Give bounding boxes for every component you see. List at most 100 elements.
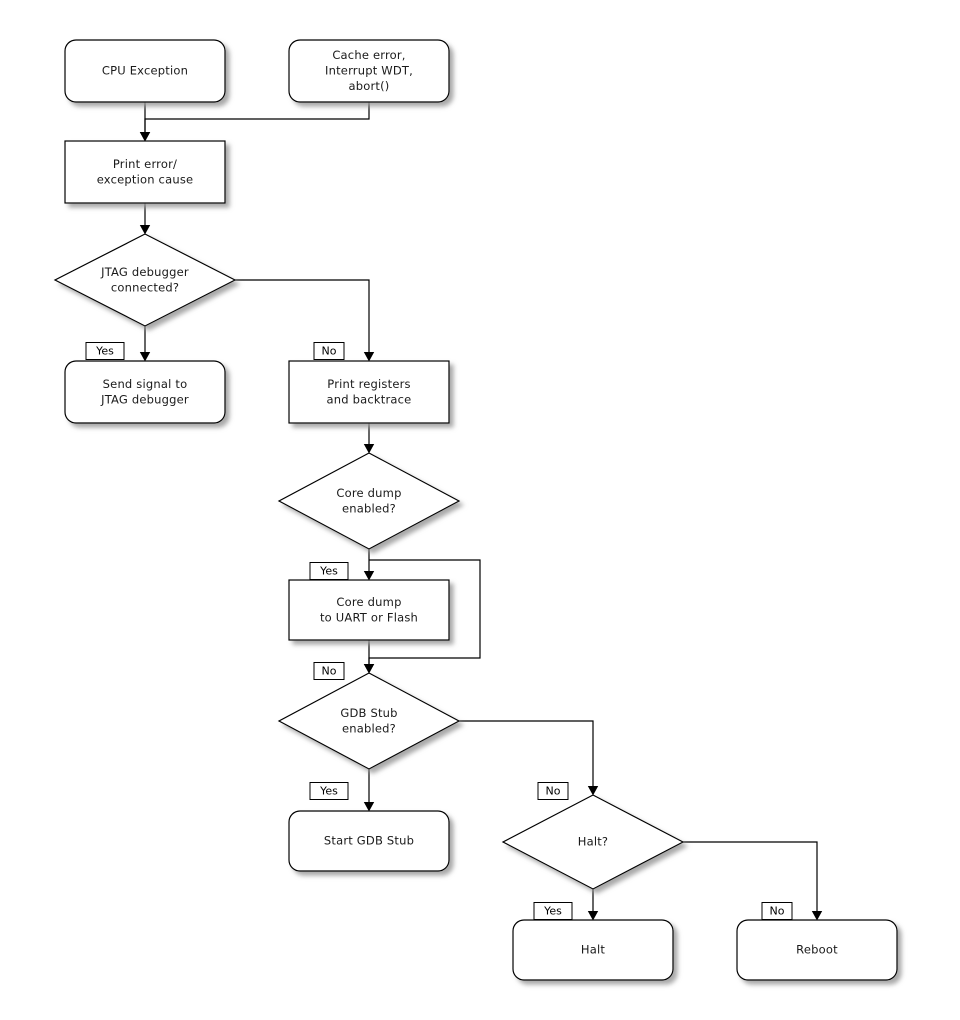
node-label-line: Print registers <box>327 377 410 391</box>
node-print-error[interactable]: Print error/exception cause <box>64 140 226 204</box>
edge-halt-yes <box>587 889 599 921</box>
edge-label-text: No <box>770 905 785 918</box>
node-label-line: to UART or Flash <box>320 610 418 624</box>
node-shape-rect <box>288 360 450 424</box>
edge-label-text: Yes <box>543 905 562 918</box>
edge-label-chip <box>85 342 125 360</box>
node-label-line: Core dump <box>336 486 401 500</box>
node-shape-rounded <box>512 919 674 981</box>
node-label-line: GDB Stub <box>340 706 397 720</box>
edge-label-gdb-yes: Yes <box>309 782 349 800</box>
arrowhead-icon <box>363 571 375 581</box>
arrowhead-icon <box>363 444 375 454</box>
edge-label-halt-no: No <box>761 902 793 920</box>
node-shape-rounded <box>64 39 226 103</box>
node-shape-rect <box>64 140 226 204</box>
node-halt-question[interactable]: Halt? <box>501 794 685 890</box>
node-shape-diamond <box>501 794 685 890</box>
edge-label-text: Yes <box>319 785 338 798</box>
node-label-line: Print error/ <box>113 157 177 171</box>
edge-label-gdb-no: No <box>537 782 569 800</box>
node-halt-terminal[interactable]: Halt <box>512 919 674 981</box>
edge-cache-to-print <box>139 102 370 142</box>
edge-label-text: Yes <box>319 565 338 578</box>
node-cache-error[interactable]: Cache error, Interrupt WDT,abort() <box>288 39 450 103</box>
edge-jtag-no <box>235 279 375 362</box>
edge-registers-to-coredump <box>363 423 375 454</box>
node-label-line: enabled? <box>342 721 396 735</box>
edge-label-text: Yes <box>95 345 114 358</box>
edge-path <box>144 102 370 134</box>
edge-print-to-jtag <box>139 203 151 235</box>
arrowhead-icon <box>587 786 599 796</box>
node-label-line: Core dump <box>336 595 401 609</box>
edge-label-halt-yes: Yes <box>533 902 573 920</box>
edge-path <box>459 720 594 788</box>
edge-jtag-yes <box>139 326 151 362</box>
node-label-line: Halt? <box>578 835 609 849</box>
node-shape-rounded <box>736 919 898 981</box>
node-shape-diamond <box>277 672 461 770</box>
node-label-line: Cache error, <box>332 48 405 62</box>
arrowhead-icon <box>811 911 823 921</box>
edge-label-jtag-no: No <box>313 342 345 360</box>
arrowhead-icon <box>139 132 151 142</box>
arrowhead-icon <box>587 911 599 921</box>
node-shape-diamond <box>277 452 461 550</box>
edge-label-jtag-yes: Yes <box>85 342 125 360</box>
node-reboot-terminal[interactable]: Reboot <box>736 919 898 981</box>
node-label-line: Halt <box>581 943 605 957</box>
node-label-line: connected? <box>111 280 179 294</box>
node-label-line: and backtrace <box>327 392 412 406</box>
edge-halt-no <box>683 841 823 921</box>
arrowhead-icon <box>139 225 151 235</box>
edge-coredump-out-to-gdb <box>363 640 375 674</box>
node-label-line: JTAG debugger <box>100 392 189 406</box>
edge-coredump-yes <box>363 549 375 581</box>
edge-label-coredump-no-bypass: No <box>313 662 345 680</box>
node-label-line: abort() <box>349 79 390 93</box>
node-cpu-exception[interactable]: CPU Exception <box>64 39 226 103</box>
node-shape-rounded <box>288 810 450 872</box>
edge-label-chip <box>761 902 793 920</box>
edge-path <box>235 279 370 354</box>
node-label-line: enabled? <box>342 501 396 515</box>
edge-label-chip <box>309 562 349 580</box>
edge-label-coredump-yes: Yes <box>309 562 349 580</box>
edge-label-chip <box>309 782 349 800</box>
arrowhead-icon <box>363 802 375 812</box>
edge-gdb-no <box>459 720 599 796</box>
arrowhead-icon <box>363 352 375 362</box>
node-shape-rounded <box>64 360 226 424</box>
node-label-line: JTAG debugger <box>100 265 189 279</box>
node-label-line: Reboot <box>796 943 838 957</box>
node-label-line: exception cause <box>97 172 194 186</box>
edge-label-text: No <box>322 665 337 678</box>
edge-label-chip <box>533 902 573 920</box>
arrowhead-icon <box>363 664 375 674</box>
edge-path <box>683 841 818 913</box>
node-shape-rounded <box>288 39 450 103</box>
edge-label-chip <box>313 342 345 360</box>
node-label-line: Start GDB Stub <box>324 834 414 848</box>
edge-gdb-yes <box>363 769 375 812</box>
edge-label-text: No <box>546 785 561 798</box>
node-label-line: CPU Exception <box>102 64 188 78</box>
edge-label-chip <box>313 662 345 680</box>
edge-label-text: No <box>322 345 337 358</box>
node-shape-rect <box>288 579 450 641</box>
node-label-line: Interrupt WDT, <box>325 64 413 78</box>
node-start-gdb-stub[interactable]: Start GDB Stub <box>288 810 450 872</box>
arrowhead-icon <box>139 352 151 362</box>
node-label-line: Send signal to <box>103 377 188 391</box>
node-shape-diamond <box>53 233 237 327</box>
